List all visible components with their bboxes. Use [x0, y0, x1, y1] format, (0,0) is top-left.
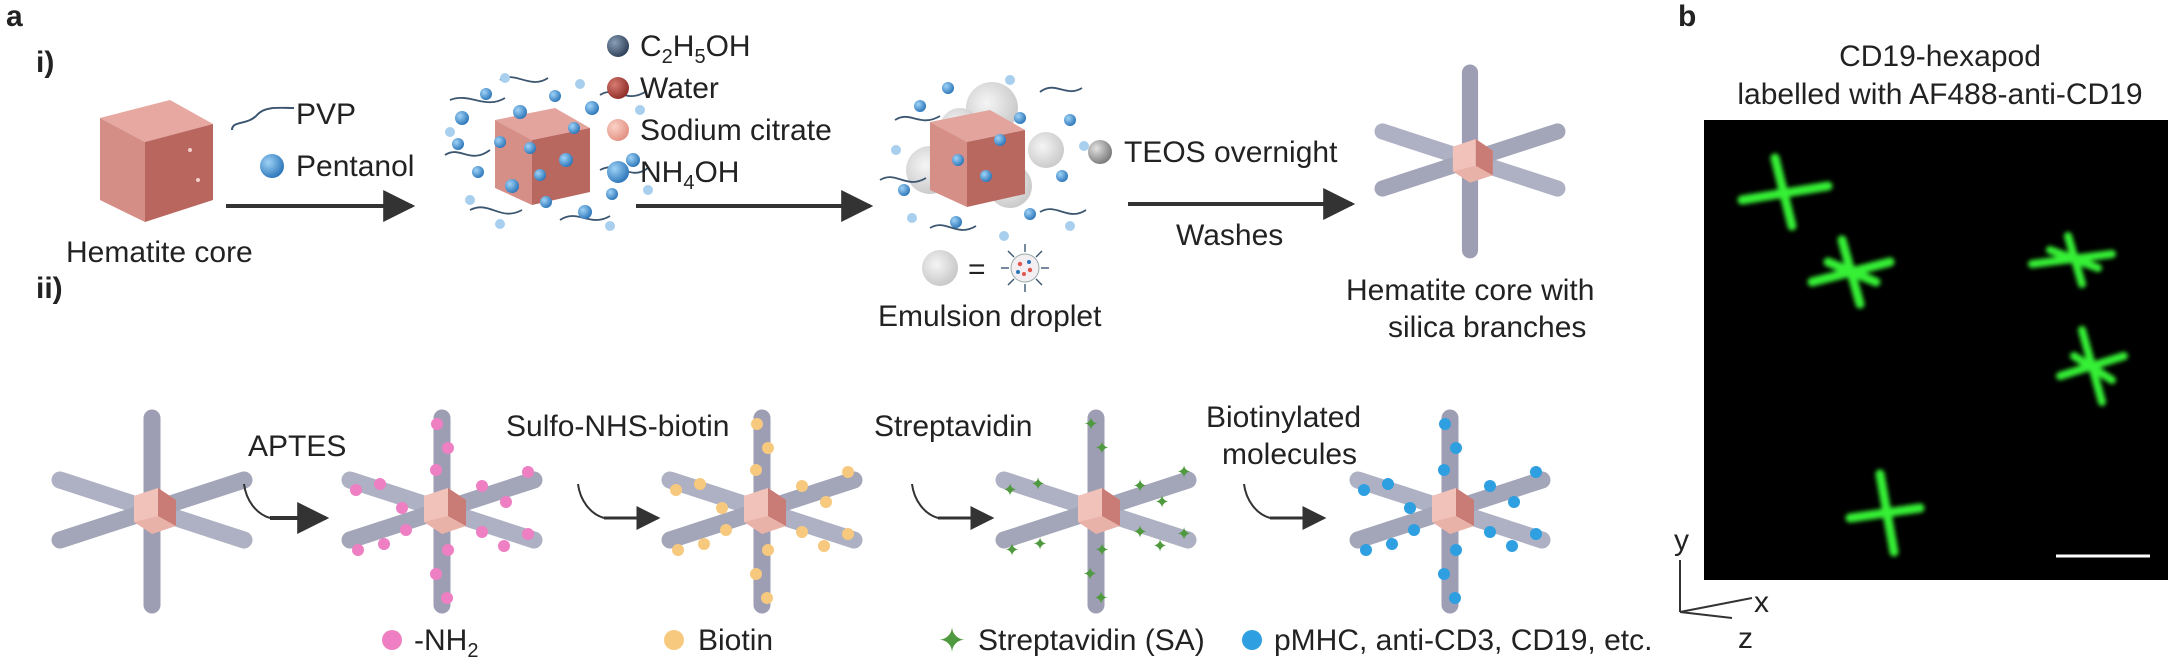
svg-text:✦: ✦: [1030, 474, 1045, 494]
panel-a-label: a: [6, 0, 23, 33]
panel-b-title-line1: CD19-hexapod: [1839, 40, 2041, 73]
micelle-icon: [1001, 244, 1049, 292]
fluorescent-hexapods: [1737, 153, 2128, 557]
water-label: Water: [640, 72, 719, 105]
hexapod-particle-5: [1845, 469, 1925, 557]
svg-text:✦: ✦: [1082, 564, 1097, 584]
step4-label-line1: Biotinylated: [1206, 401, 1361, 434]
row-ii-label: ii): [36, 272, 63, 305]
step2-label: Sulfo-NHS-biotin: [506, 410, 729, 443]
nh2-hexapod-icon: [350, 418, 534, 605]
svg-text:✦: ✦: [1093, 588, 1108, 608]
teos-label: TEOS overnight: [1124, 136, 1338, 169]
hexapod-particle-3: [2028, 232, 2116, 288]
step1-label: APTES: [248, 430, 346, 463]
svg-text:✦: ✦: [1154, 492, 1169, 512]
nh2-legend-dot: [382, 630, 402, 650]
step2-curve: [577, 483, 605, 519]
panel-b-label: b: [1678, 0, 1696, 33]
svg-text:✦: ✦: [1132, 476, 1147, 496]
hexapod-particle-1: [1737, 153, 1833, 231]
water-bead-icon: [607, 77, 629, 99]
emulsion-droplet-label: Emulsion droplet: [878, 300, 1102, 333]
streptavidin-legend-icon: ✦: [938, 622, 967, 660]
washes-label: Washes: [1176, 219, 1283, 252]
teos-bead-icon: [1088, 140, 1112, 164]
biotin-legend-dot: [664, 630, 684, 650]
hematite-core-icon: [100, 100, 213, 222]
hexapod-particle-2: [1807, 235, 1895, 309]
streptavidin-hexapod-icon: ✦✦ ✦✦✦ ✦✦ ✦✦✦ ✦✦ ✦✦✦: [1002, 414, 1191, 608]
svg-text:✦: ✦: [1176, 524, 1191, 544]
svg-text:✦: ✦: [1004, 540, 1019, 560]
axis-indicator: [1679, 560, 1753, 619]
droplet-icon: [922, 250, 958, 286]
svg-text:✦: ✦: [1152, 536, 1167, 556]
svg-text:✦: ✦: [1032, 534, 1047, 554]
emulsion-cube-icon: [879, 75, 1089, 241]
nh2-legend-label: -NH2: [414, 624, 478, 661]
equals-sign: =: [968, 253, 986, 286]
silica-hexapod-icon: [1383, 73, 1558, 251]
panel-b-title-line2: labelled with AF488-anti-CD19: [1737, 78, 2142, 111]
pvp-label: PVP: [296, 98, 356, 131]
step3-label: Streptavidin: [874, 410, 1032, 443]
svg-text:✦: ✦: [1083, 414, 1098, 434]
svg-text:✦: ✦: [1094, 438, 1109, 458]
svg-text:✦: ✦: [1002, 480, 1017, 500]
axis-x-label: x: [1754, 586, 1769, 619]
pentanol-bead-icon: [260, 154, 284, 178]
biotin-hexapod-icon: [670, 418, 854, 605]
nh4oh-bead-icon: [607, 161, 629, 183]
step1-curve: [243, 483, 271, 519]
hematite-core-label: Hematite core: [66, 236, 253, 269]
step3-curve: [911, 483, 939, 519]
ethanol-label: C2H5OH: [640, 30, 751, 68]
step4-label-line2: molecules: [1222, 438, 1357, 471]
biotin-legend-label: Biotin: [698, 624, 773, 657]
svg-text:✦: ✦: [1176, 462, 1191, 482]
bare-hexapod-icon: [60, 418, 244, 605]
svg-text:✦: ✦: [1094, 540, 1109, 560]
streptavidin-legend-label: Streptavidin (SA): [978, 624, 1205, 657]
sodium-citrate-bead-icon: [607, 119, 629, 141]
product-label-line1: Hematite core with: [1346, 274, 1594, 307]
ethanol-bead-icon: [607, 35, 629, 57]
nh4oh-label: NH4OH: [640, 156, 739, 194]
row-i-label: i): [36, 46, 54, 79]
microscopy-image: [1704, 120, 2168, 580]
axis-z-label: z: [1738, 622, 1753, 655]
axis-y-label: y: [1674, 524, 1689, 557]
hexapod-particle-4: [2056, 326, 2128, 406]
pmhc-hexapod-icon: [1358, 418, 1542, 605]
svg-text:✦: ✦: [1132, 522, 1147, 542]
pmhc-legend-label: pMHC, anti-CD3, CD19, etc.: [1274, 624, 1652, 657]
pvp-chain-icon: [231, 106, 295, 131]
sodium-citrate-label: Sodium citrate: [640, 114, 832, 147]
pentanol-label: Pentanol: [296, 150, 414, 183]
coated-cube-icon: [444, 73, 653, 231]
product-label-line2: silica branches: [1388, 311, 1586, 344]
step4-curve: [1243, 483, 1271, 519]
pmhc-legend-dot: [1242, 630, 1262, 650]
